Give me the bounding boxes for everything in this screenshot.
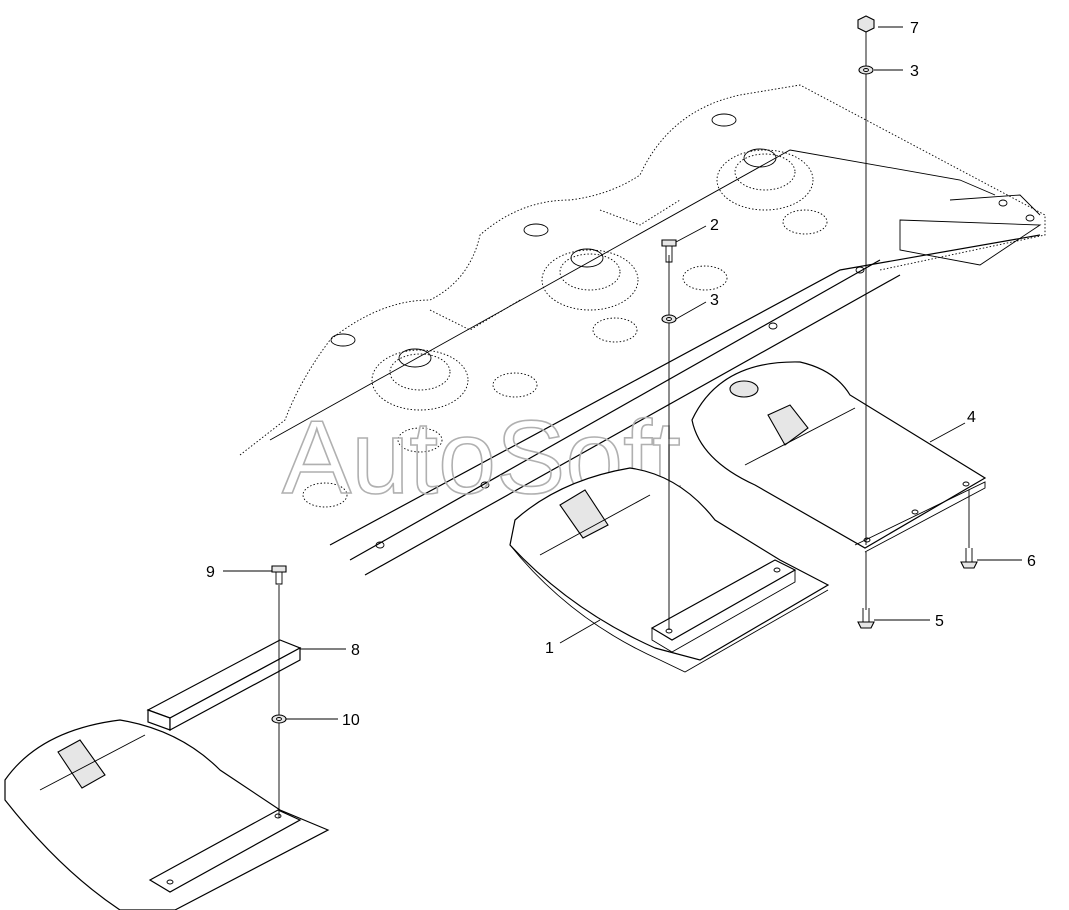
callout-2: 2 [710,217,719,234]
callout-10: 10 [342,712,360,729]
disc-head-middle [541,248,728,343]
callout-6: 6 [1027,553,1036,570]
skid-plate-lower-left [4,719,330,910]
callout-4: 4 [967,409,976,426]
washer-3-top-icon [858,65,874,75]
callout-3-middle: 3 [710,292,719,309]
nut-7-icon [857,15,875,33]
bolt-6-icon [960,548,978,569]
assembly-axes [278,30,970,818]
callout-5: 5 [935,613,944,630]
callout-1: 1 [545,640,554,657]
skid-plate-4 [691,361,987,553]
disc-head-right [716,148,828,235]
bolt-2-icon [661,239,677,263]
callout-leaders [223,26,1022,720]
callout-7: 7 [910,20,919,37]
callout-9: 9 [206,564,215,581]
disc-head-left [302,348,538,508]
bolt-9-icon [271,565,287,585]
callout-3-top: 3 [910,63,919,80]
callout-8: 8 [351,642,360,659]
spacer-bar-8 [146,639,302,732]
washer-10-icon [271,714,287,724]
cutter-bar [239,84,1046,576]
washer-3-middle-icon [661,314,677,324]
bolt-5-icon [857,608,875,629]
